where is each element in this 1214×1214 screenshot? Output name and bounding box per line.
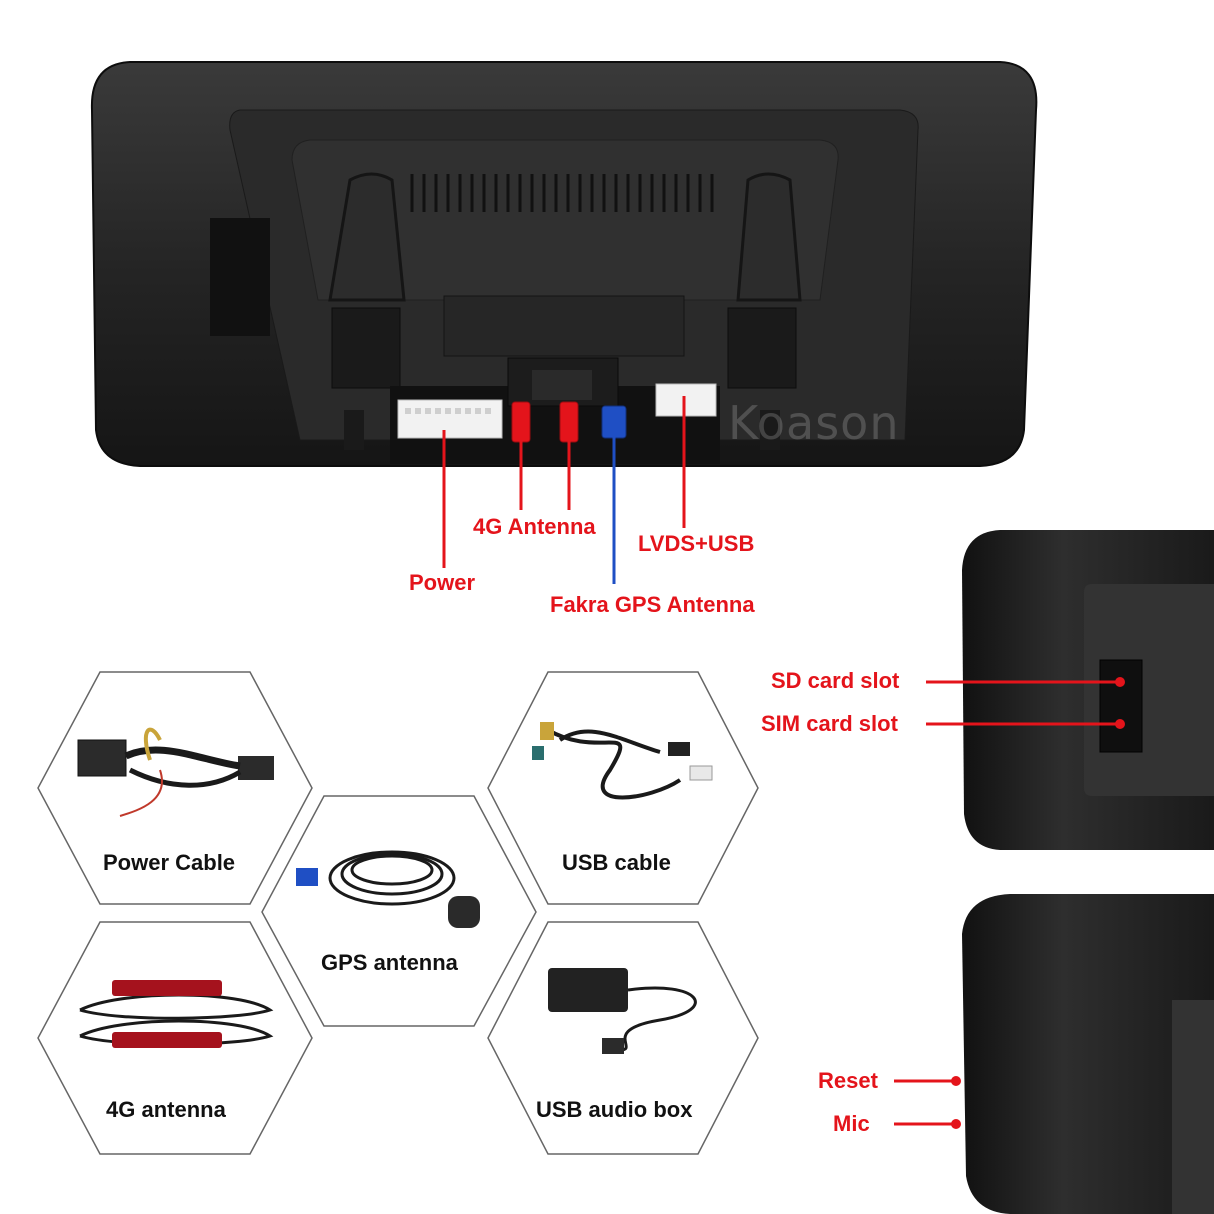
gps-antenna-image	[296, 850, 480, 928]
port-label-fakra-gps-antenna: Fakra GPS Antenna	[550, 592, 755, 617]
device-side-view-bottom	[962, 894, 1214, 1214]
label-sd-card-slot: SD card slot	[771, 668, 900, 693]
accessory-label-usb-audio-box: USB audio box	[536, 1097, 693, 1122]
port-label-lvds-usb: LVDS+USB	[638, 531, 755, 556]
accessory-label-usb-cable: USB cable	[562, 850, 671, 875]
label-reset: Reset	[818, 1068, 878, 1093]
4g-antenna-image	[79, 980, 274, 1048]
port-label-power: Power	[409, 570, 476, 595]
hexagon-gps-antenna	[261, 795, 537, 1027]
accessory-hexagons	[37, 671, 759, 1155]
side-top-leaders	[926, 677, 1125, 729]
accessory-label-power-cable: Power Cable	[103, 850, 236, 875]
power-cable-image	[77, 727, 274, 817]
brand-watermark: Koason	[728, 396, 900, 450]
accessory-label-gps-antenna: GPS antenna	[321, 950, 458, 975]
usb-audio-box-image	[548, 968, 697, 1054]
hexagon-usb-cable	[487, 671, 759, 905]
device-rear-view	[90, 61, 1038, 467]
side-bottom-leaders	[894, 1076, 961, 1129]
port-leader-lines	[442, 396, 686, 568]
device-side-view-top	[962, 530, 1214, 850]
label-sim-card-slot: SIM card slot	[761, 711, 898, 736]
port-label-4g-antenna: 4G Antenna	[473, 514, 596, 539]
accessory-label-4g-antenna: 4G antenna	[106, 1097, 226, 1122]
usb-cable-image	[532, 722, 713, 800]
hexagon-power-cable	[37, 671, 313, 905]
label-mic: Mic	[833, 1111, 870, 1136]
